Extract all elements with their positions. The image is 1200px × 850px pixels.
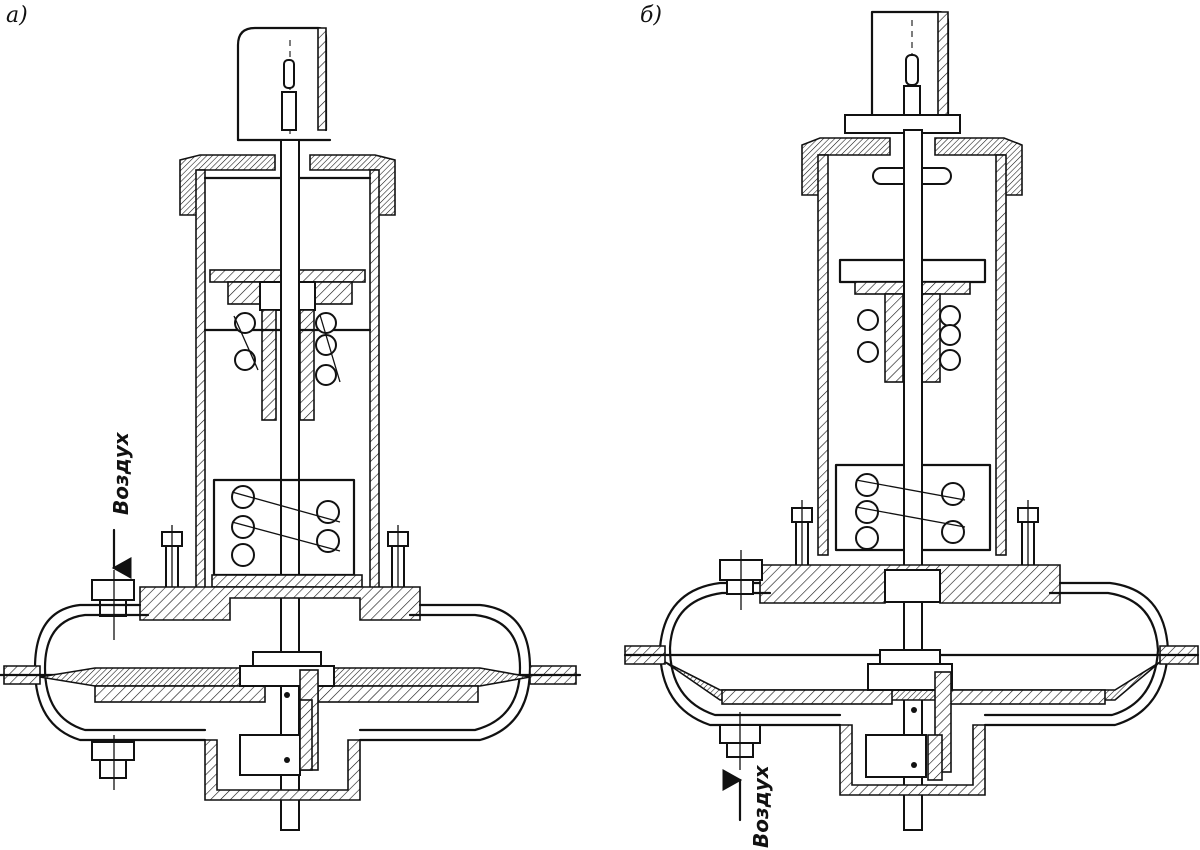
air-label-a: Воздух [109, 431, 133, 515]
diaphragm-chamber-a [0, 603, 582, 771]
lower-housing-a [91, 692, 361, 801]
central-rod-b [903, 129, 923, 831]
air-label-b: Воздух [749, 764, 773, 848]
lower-spring-b [855, 473, 966, 550]
upper-spring-b [857, 305, 961, 371]
air-inlet-b [719, 550, 763, 822]
upper-spring-a [233, 312, 341, 386]
central-rod-a [280, 139, 300, 831]
actuator-a: Воздух [0, 26, 582, 831]
actuator-b: Воздух [623, 10, 1200, 848]
top-cap-a [236, 26, 332, 830]
center-nut-b [884, 569, 941, 603]
panel-b-label: б) [640, 3, 662, 28]
air-inlet-a [91, 528, 135, 640]
upper-flange-a [139, 586, 421, 621]
panel-a-label: а) [6, 3, 28, 28]
diaphragm-chamber-b [623, 581, 1200, 773]
lower-housing-b [839, 707, 986, 796]
